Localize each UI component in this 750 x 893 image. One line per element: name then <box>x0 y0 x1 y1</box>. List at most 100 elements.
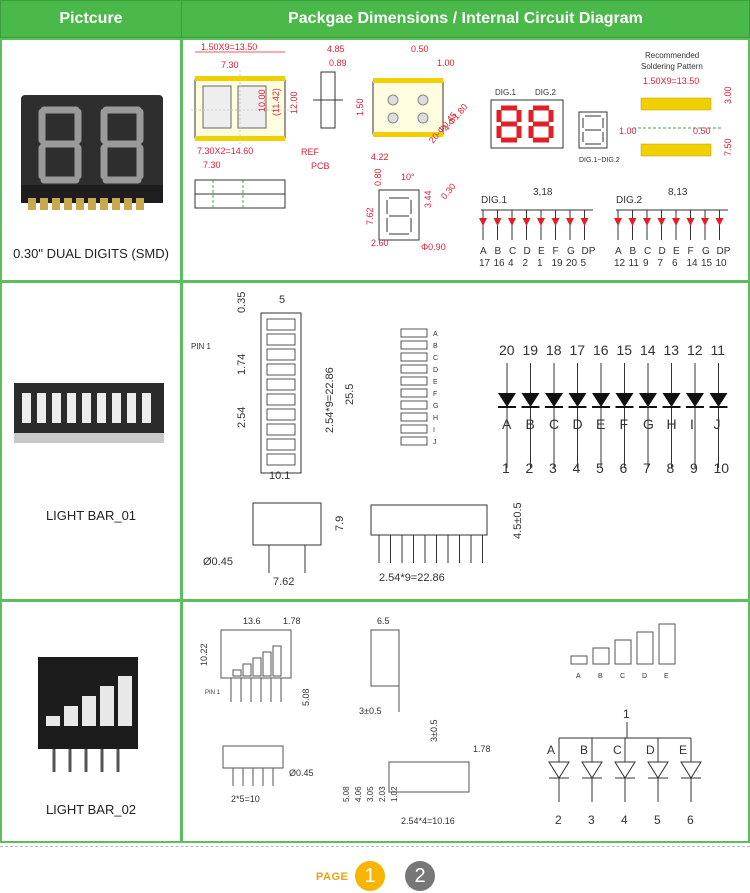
diode-icon <box>680 761 702 779</box>
diode-icon <box>568 393 587 407</box>
anode-pin: 15 <box>617 342 633 358</box>
front-view-drawing <box>191 70 291 145</box>
segment-letter: C <box>613 743 622 757</box>
segment-box <box>400 328 428 338</box>
rec-title2: Soldering Pattern <box>641 62 703 71</box>
anode-pin: 16 <box>593 342 609 358</box>
bar-segment <box>266 333 296 346</box>
page-label: PAGE <box>316 871 349 883</box>
diode-icon <box>548 761 570 779</box>
label-dig2: DIG.2 <box>535 88 556 97</box>
lb1-h: 25.5 <box>344 384 356 405</box>
circuit-pin: 10 <box>716 258 728 269</box>
bar-segment <box>266 423 296 436</box>
cathode-pin: 6 <box>620 460 628 476</box>
segment-letter: E <box>679 743 687 757</box>
circuit-pin: 1 <box>537 258 543 269</box>
cathode-pin: 3 <box>549 460 557 476</box>
svg-text:DIG.2: DIG.2 <box>616 195 643 206</box>
lb2-s1: 5.08 <box>342 786 351 802</box>
lb1-pin-len: 4.5±0.5 <box>512 502 524 539</box>
dim-seg2: 0.80 <box>373 168 383 186</box>
circuit-letter: A <box>615 246 622 257</box>
cathode-pin: 6 <box>687 813 694 827</box>
svg-text:DIG.1: DIG.1 <box>481 195 508 206</box>
segment-label: E <box>433 379 438 386</box>
rec-dim3: 7.50 <box>723 138 733 156</box>
bar-segment <box>266 393 296 406</box>
circuit-pin: 5 <box>581 258 587 269</box>
segment-letter: E <box>596 416 605 432</box>
diode-icon <box>566 218 574 226</box>
page-2-button[interactable]: 2 <box>405 861 435 891</box>
lb2-s4: 2.03 <box>378 786 387 802</box>
cathode-pin: 2 <box>526 460 534 476</box>
dim-h1: 10.00 <box>257 89 267 112</box>
rec-dim4: 1.00 <box>619 126 637 136</box>
bar-segment <box>266 318 296 331</box>
dim-seg3: 7.62 <box>365 207 375 225</box>
label-digs: DIG.1~DIG.2 <box>579 157 620 164</box>
segment-label: I <box>433 427 435 434</box>
lb2-t2: 1.78 <box>473 744 491 754</box>
dim-seg5: 0.30 <box>439 181 458 201</box>
lb2-span2: 2.54*4=10.16 <box>401 816 455 826</box>
dim-side3: 0.50 <box>411 44 429 54</box>
circuit-letter: D <box>524 246 531 257</box>
page-1-button[interactable]: 1 <box>355 861 385 891</box>
dim-side4: 1.00 <box>437 58 455 68</box>
dim-w1: 1.50X9=13.50 <box>201 42 257 52</box>
circuit-pin: 7 <box>658 258 664 269</box>
diode-icon <box>715 218 724 226</box>
anode-pin: 18 <box>546 342 562 358</box>
diode-icon <box>628 218 637 226</box>
bar-segment <box>266 378 296 391</box>
circuit-pin: 17 <box>479 258 491 269</box>
circuit-pin: 16 <box>494 258 506 269</box>
segment-letter: B <box>526 416 535 432</box>
diode-icon <box>493 218 502 226</box>
cathode-pin: 2 <box>555 813 562 827</box>
dim-angle: 10° <box>401 172 415 182</box>
diode-icon <box>647 761 669 779</box>
lb1-p3: 2.54*9=22.86 <box>324 367 336 433</box>
lb1-p1: 1.74 <box>236 354 248 375</box>
segment-letter: H <box>667 416 677 432</box>
circuit-letter: G <box>702 246 710 257</box>
lb1-top: 0.35 <box>236 292 248 313</box>
bar-segment <box>266 438 296 451</box>
segment-letter: D <box>646 743 655 757</box>
dual-digit-drawings: 1.50X9=13.50 7.30 10.00 (11.42) 12.00 7.… <box>191 42 733 269</box>
diode-icon <box>614 218 622 226</box>
circuit-pin: 4 <box>508 258 514 269</box>
lb2-s2: 4.06 <box>354 786 363 802</box>
bar-element <box>614 639 632 665</box>
circuit-pin: 14 <box>687 258 699 269</box>
dim-side1: 4.85 <box>327 44 345 54</box>
svg-text:3,18: 3,18 <box>533 187 553 198</box>
bar-label: A <box>576 673 581 680</box>
segment-box <box>400 424 428 434</box>
segment-letter: G <box>643 416 654 432</box>
circuit-letter: DP <box>717 246 731 257</box>
circuit-letter: G <box>567 246 575 257</box>
spec-table: Pictcure Packgae Dimensions / Internal C… <box>0 0 750 843</box>
bar-element <box>592 647 610 665</box>
label-dig1: DIG.1 <box>495 88 516 97</box>
footer-divider <box>0 846 750 847</box>
circuit-letter: B <box>630 246 637 257</box>
diode-icon <box>643 218 651 226</box>
row1-caption: 0.30" DUAL DIGITS (SMD) <box>13 246 169 261</box>
segment-label: D <box>433 367 438 374</box>
bar-element <box>658 623 676 665</box>
circuit-letter: E <box>673 246 680 257</box>
circuit-pin: 11 <box>629 258 640 269</box>
dim-h2: (11.42) <box>271 88 281 116</box>
lb1-p2: 2.54 <box>236 407 248 428</box>
dim-seg6: 2.60 <box>371 238 389 248</box>
bar-element <box>570 655 588 665</box>
circuit-pin: 12 <box>614 258 626 269</box>
dim-seg4: 3.44 <box>423 190 433 208</box>
light-bar2-drawings: 13.6 1.78 10.22 PIN 1 5.08 6.5 3±0.5 3±0… <box>199 616 702 827</box>
row3-picture-cell: LIGHT BAR_02 <box>0 600 182 843</box>
